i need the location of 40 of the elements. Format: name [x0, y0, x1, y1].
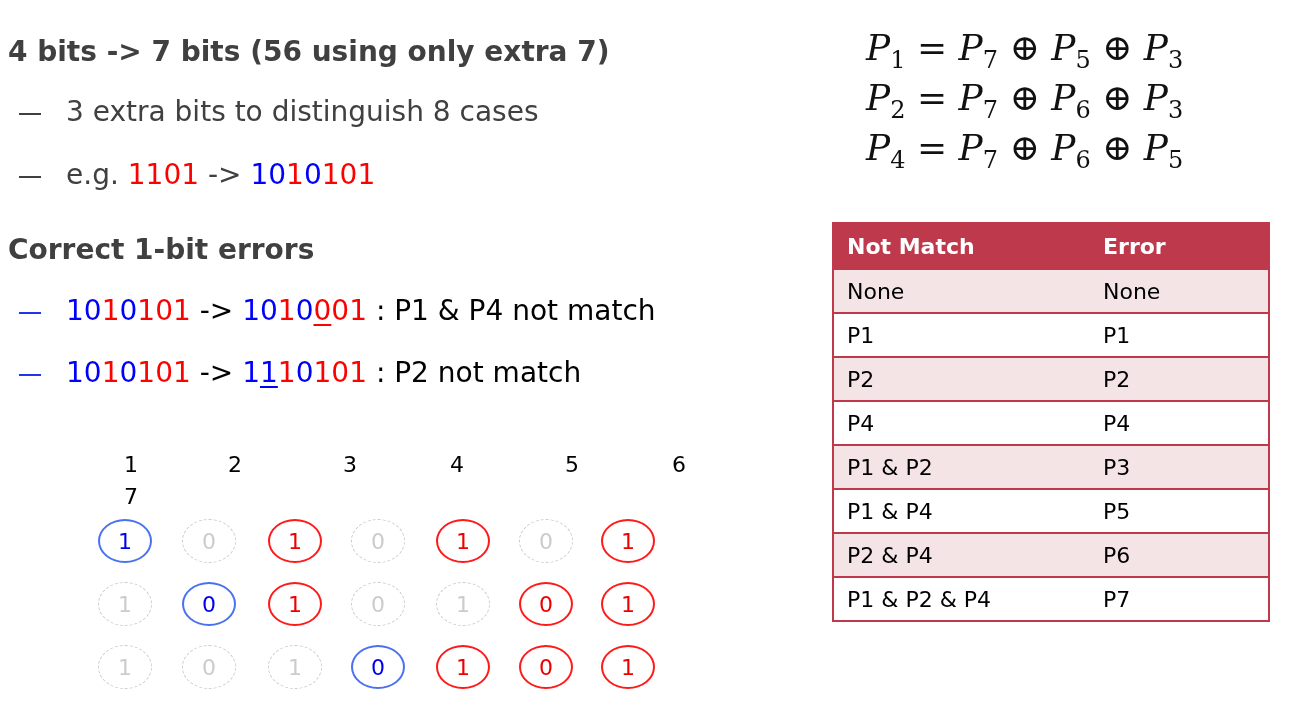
column-header: Not Match: [833, 223, 1090, 269]
table-cell: P2 & P4: [833, 533, 1090, 577]
bit-position-number: 3: [343, 452, 357, 478]
bit-ellipse: 1: [601, 645, 655, 689]
bit-position-number: 4: [450, 452, 464, 478]
bit-ellipse: 1: [268, 582, 322, 626]
bullet-text: 1010101 -> 1010001 : P1 & P4 not match: [66, 293, 656, 329]
table-cell: None: [833, 269, 1090, 313]
bit-ellipse: 1: [436, 645, 490, 689]
table-cell: P6: [1090, 533, 1269, 577]
column-header: Error: [1090, 223, 1269, 269]
parity-equation: P$_{1}$ = P$_{7}$ ⊕ P$_{5}$ ⊕ P$_{3}$: [866, 26, 1184, 72]
bit-ellipse: 1: [601, 519, 655, 563]
heading-text: Correct 1-bit errors: [8, 232, 315, 268]
table-cell: P3: [1090, 445, 1269, 489]
bit-ellipse: 0: [351, 645, 405, 689]
bullet-text: e.g. 1101 -> 1010101: [66, 157, 376, 193]
bit-position-number: 1: [124, 452, 138, 478]
bit-ellipse: 1: [601, 582, 655, 626]
bit-ellipse: 0: [519, 645, 573, 689]
bit-position-number: 6: [672, 452, 686, 478]
table-cell: P7: [1090, 577, 1269, 621]
bullet-text: 3 extra bits to distinguish 8 cases: [66, 94, 539, 130]
bullet-text: 1010101 -> 1110101 : P2 not match: [66, 355, 582, 391]
table-cell: P1 & P2 & P4: [833, 577, 1090, 621]
bit-position-number: 2: [228, 452, 242, 478]
bit-ellipse: 0: [182, 582, 236, 626]
bit-ellipse: 1: [436, 519, 490, 563]
bit-position-number: 7: [124, 484, 138, 510]
bit-position-number: 5: [565, 452, 579, 478]
bit-ellipse: 1: [98, 519, 152, 563]
parity-equation: P$_{2}$ = P$_{7}$ ⊕ P$_{6}$ ⊕ P$_{3}$: [866, 76, 1184, 122]
table-cell: None: [1090, 269, 1269, 313]
parity-equation: P$_{4}$ = P$_{7}$ ⊕ P$_{6}$ ⊕ P$_{5}$: [866, 126, 1184, 172]
bit-ellipse: 1: [268, 519, 322, 563]
bit-ellipse: 0: [519, 582, 573, 626]
table-cell: P1 & P2: [833, 445, 1090, 489]
table-cell: P2: [833, 357, 1090, 401]
heading-text: 4 bits -> 7 bits (56 using only extra 7): [8, 34, 610, 70]
table-cell: P2: [1090, 357, 1269, 401]
